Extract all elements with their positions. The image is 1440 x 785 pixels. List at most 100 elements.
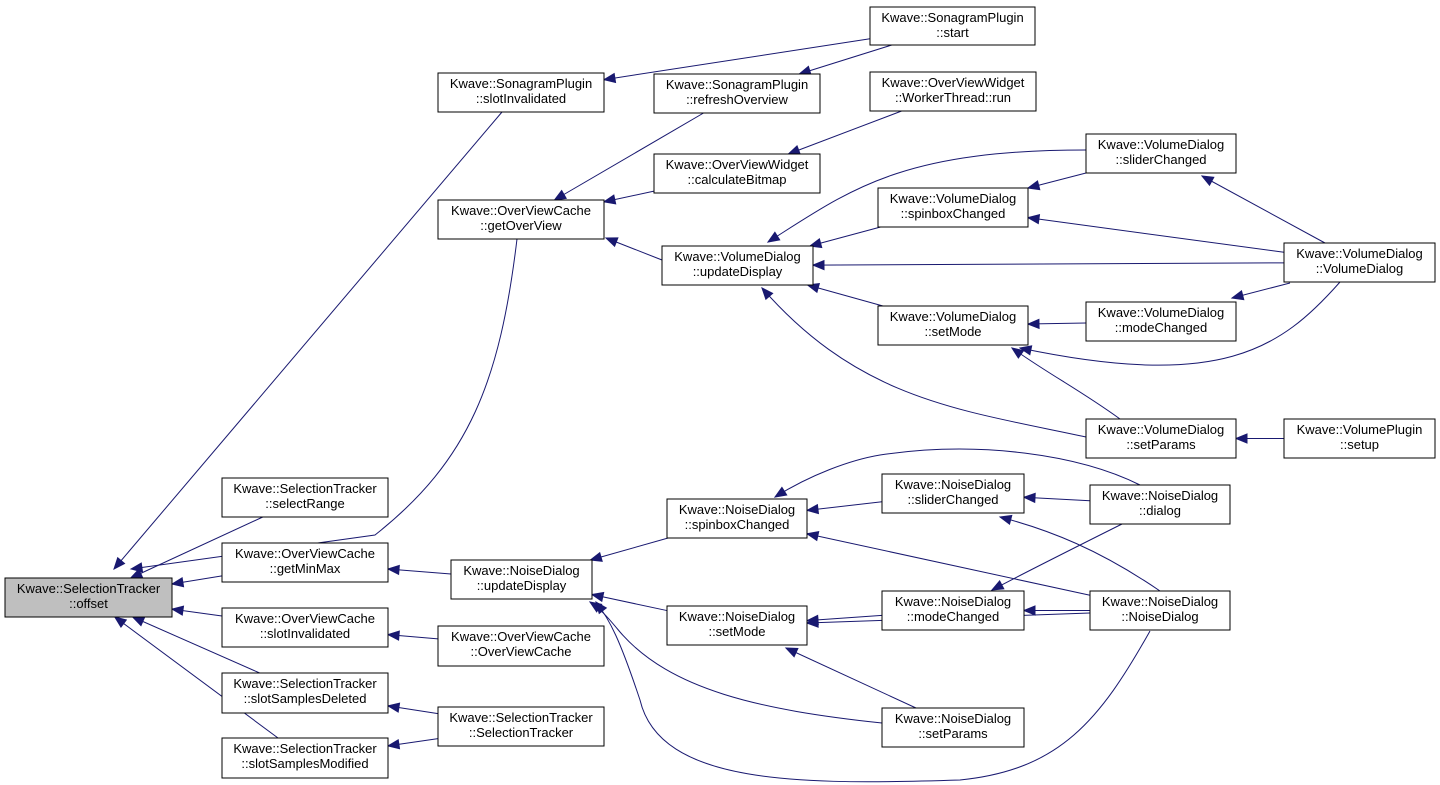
node-box — [1085, 418, 1237, 459]
node-box — [1085, 133, 1237, 174]
node-sg-refresh[interactable]: Kwave::SonagramPlugin::refreshOverview — [653, 73, 821, 114]
edge-line — [807, 284, 884, 307]
edge-line — [806, 614, 883, 622]
edge-line — [603, 38, 871, 81]
edge-nd_slider-to-nd_spin — [805, 501, 883, 515]
node-box — [4, 577, 173, 618]
arrowhead-icon — [604, 237, 619, 248]
node-nd-spin[interactable]: Kwave::NoiseDialog::spinboxChanged — [666, 498, 808, 539]
node-method-label: ::updateDisplay — [693, 264, 783, 279]
node-method-label: ::SelectionTracker — [469, 725, 574, 740]
node-st-slotMod[interactable]: Kwave::SelectionTracker::slotSamplesModi… — [221, 737, 389, 779]
arrowhead-icon — [113, 616, 128, 629]
edge-vd_setParams-to-vd_update — [761, 287, 1087, 438]
node-class-label: Kwave::VolumeDialog — [1296, 246, 1422, 261]
arrowhead-icon — [1010, 347, 1025, 359]
node-box — [869, 71, 1037, 112]
edge-sg_slotInv-to-offset — [113, 111, 503, 571]
arrowhead-icon — [590, 591, 605, 603]
edge-nd_update-to-ovc_minmax — [386, 564, 452, 576]
arrowhead-icon — [131, 616, 146, 627]
edge-vd_setMode-to-vd_update — [806, 283, 884, 307]
node-ovc-slotInv[interactable]: Kwave::OverViewCache::slotInvalidated — [221, 607, 389, 648]
node-box — [221, 477, 389, 518]
edge-line — [788, 110, 902, 155]
node-box — [881, 473, 1025, 514]
node-box — [437, 706, 605, 747]
node-nd-update[interactable]: Kwave::NoiseDialog::updateDisplay — [450, 559, 593, 600]
node-vp-setup[interactable]: Kwave::VolumePlugin::setup — [1283, 418, 1436, 459]
edge-st_ctor-to-st_slotDel — [386, 702, 439, 715]
node-method-label: ::spinboxChanged — [901, 206, 1006, 221]
arrowhead-icon — [170, 576, 185, 588]
node-method-label: ::getMinMax — [270, 561, 341, 576]
node-box — [437, 72, 605, 113]
node-st-slotDel[interactable]: Kwave::SelectionTracker::slotSamplesDele… — [221, 672, 389, 714]
node-method-label: ::slotSamplesDeleted — [244, 691, 367, 706]
edge-line — [591, 594, 668, 612]
arrowhead-icon — [602, 194, 617, 205]
node-ovc-minmax[interactable]: Kwave::OverViewCache::getMinMax — [221, 542, 389, 583]
node-ovw-calc[interactable]: Kwave::OverViewWidget::calculateBitmap — [653, 153, 821, 194]
node-vd-modeCh[interactable]: Kwave::VolumeDialog::modeChanged — [1085, 301, 1237, 342]
node-nd-setMode[interactable]: Kwave::NoiseDialog::setMode — [666, 605, 808, 646]
arrowhead-icon — [1022, 605, 1036, 616]
arrowhead-icon — [808, 237, 823, 249]
node-nd-modeCh[interactable]: Kwave::NoiseDialog::modeChanged — [881, 590, 1025, 631]
node-st-select[interactable]: Kwave::SelectionTracker::selectRange — [221, 477, 389, 518]
arrowhead-icon — [1234, 433, 1248, 444]
edge-ovc_minmax-to-offset — [170, 575, 223, 588]
edge-vd_setParams-to-vd_setMode — [1010, 347, 1121, 420]
edge-vd_ctor-to-vd_slider — [1200, 175, 1326, 244]
edge-nd_setMode-to-nd_update — [590, 591, 668, 612]
arrowhead-icon — [787, 145, 801, 155]
node-method-label: ::sliderChanged — [907, 492, 998, 507]
node-vd-ctor[interactable]: Kwave::VolumeDialog::VolumeDialog — [1283, 242, 1436, 283]
node-class-label: Kwave::OverViewCache — [451, 629, 591, 644]
node-class-label: Kwave::VolumeDialog — [674, 249, 800, 264]
node-offset[interactable]: Kwave::SelectionTracker::offset — [4, 577, 173, 618]
node-class-label: Kwave::SelectionTracker — [449, 710, 593, 725]
edge-line — [1201, 175, 1326, 244]
node-class-label: Kwave::VolumeDialog — [890, 191, 1016, 206]
node-vd-setMode[interactable]: Kwave::VolumeDialog::setMode — [877, 305, 1029, 346]
node-method-label: ::updateDisplay — [477, 578, 567, 593]
arrowhead-icon — [1026, 213, 1041, 225]
node-ovc-ctor[interactable]: Kwave::OverViewCache::OverViewCache — [437, 625, 605, 667]
edge-line — [595, 601, 1151, 783]
edge-line — [774, 448, 1141, 498]
node-vd-slider[interactable]: Kwave::VolumeDialog::sliderChanged — [1085, 133, 1237, 174]
node-ovw-run[interactable]: Kwave::OverViewWidget::WorkerThread::run — [869, 71, 1037, 112]
node-box — [877, 305, 1029, 346]
node-nd-setParams[interactable]: Kwave::NoiseDialog::setParams — [881, 707, 1025, 748]
node-vd-setParams[interactable]: Kwave::VolumeDialog::setParams — [1085, 418, 1237, 459]
node-ovc-get[interactable]: Kwave::OverViewCache::getOverView — [437, 199, 605, 240]
arrowhead-icon — [1018, 345, 1033, 356]
edges-layer — [113, 38, 1341, 783]
node-method-label: ::offset — [69, 596, 108, 611]
node-box — [437, 199, 605, 240]
node-nd-ctor[interactable]: Kwave::NoiseDialog::NoiseDialog — [1089, 590, 1231, 631]
node-class-label: Kwave::NoiseDialog — [1102, 594, 1218, 609]
edge-ovc_ctor-to-ovc_slotInv — [386, 630, 439, 641]
arrowhead-icon — [129, 562, 144, 573]
arrowhead-icon — [766, 231, 781, 243]
node-box — [221, 607, 389, 648]
node-nd-slider[interactable]: Kwave::NoiseDialog::sliderChanged — [881, 473, 1025, 514]
node-nd-dialog[interactable]: Kwave::NoiseDialog::dialog — [1089, 484, 1231, 525]
arrowhead-icon — [589, 551, 603, 562]
node-method-label: ::slotInvalidated — [476, 91, 566, 106]
node-box — [666, 498, 808, 539]
node-vd-update[interactable]: Kwave::VolumeDialog::updateDisplay — [661, 245, 814, 286]
edge-nd_dialog-to-nd_modeCh — [990, 523, 1123, 591]
node-class-label: Kwave::VolumeDialog — [890, 309, 1016, 324]
edge-vd_ctor-to-vd_modeCh — [1230, 282, 1291, 301]
edge-line — [761, 287, 1087, 438]
edge-nd_ctor-to-nd_update — [595, 600, 1151, 783]
node-sg-start[interactable]: Kwave::SonagramPlugin::start — [869, 6, 1036, 46]
arrowhead-icon — [1026, 318, 1040, 330]
node-class-label: Kwave::OverViewCache — [451, 203, 591, 218]
node-sg-slotInv[interactable]: Kwave::SonagramPlugin::slotInvalidated — [437, 72, 605, 113]
node-st-ctor[interactable]: Kwave::SelectionTracker::SelectionTracke… — [437, 706, 605, 747]
node-vd-spin[interactable]: Kwave::VolumeDialog::spinboxChanged — [877, 187, 1029, 228]
